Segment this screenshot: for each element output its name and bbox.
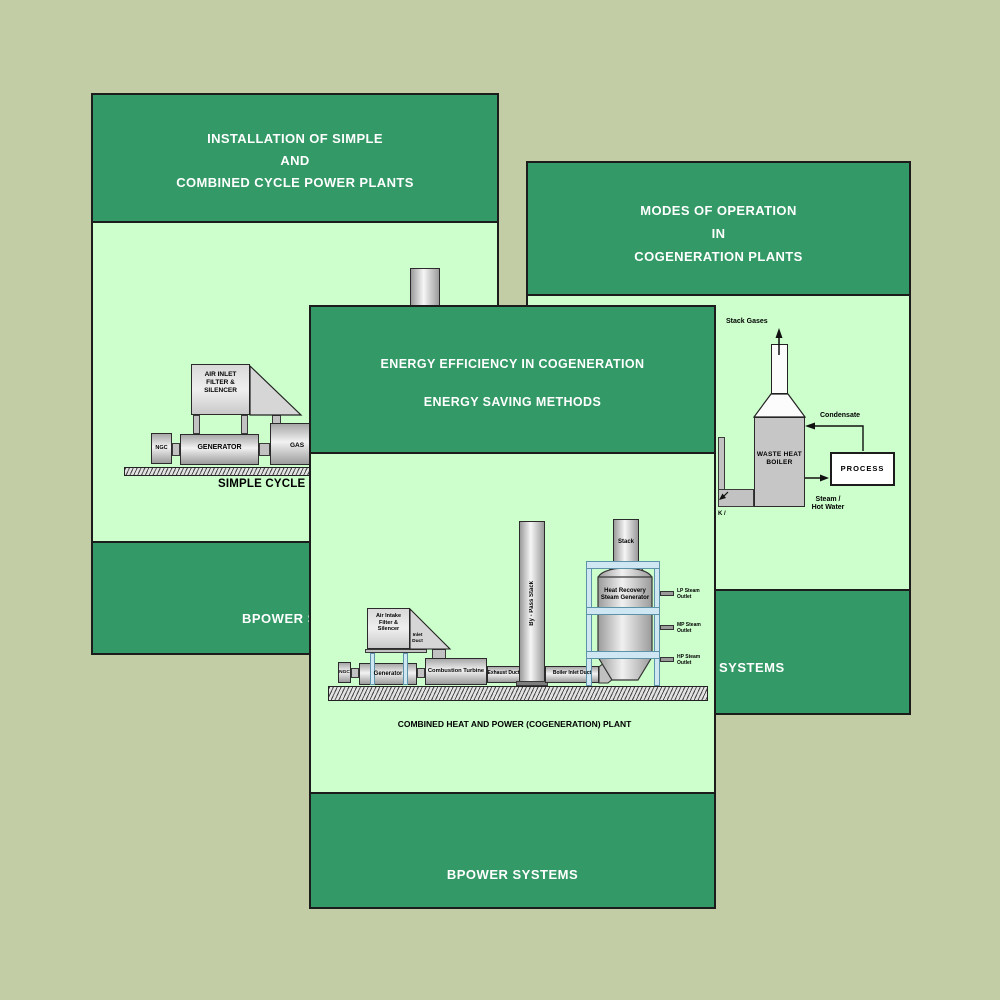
hrsg-label: Heat Recovery Steam Generator — [600, 588, 650, 602]
air-inlet-filter-label: AIR INLET FILTER & SILENCER — [204, 371, 237, 394]
slide3-diagram-caption: COMBINED HEAT AND POWER (COGENERATION) P… — [397, 719, 632, 729]
slide-energy-efficiency: ENERGY EFFICIENCY IN COGENERATION ENERGY… — [309, 305, 716, 909]
air-intake-label: Air Intake Filter & Silencer — [375, 613, 402, 633]
steam-arrowhead — [820, 474, 829, 482]
mp-steam-outlet-label: MP Steam Outlet — [677, 622, 701, 634]
ngc-label: NGC — [339, 670, 350, 675]
boiler-funnel — [752, 393, 807, 418]
exhaust-duct-label: Exhaust Duct — [487, 670, 520, 676]
hrsg-frame-post — [654, 561, 660, 686]
hrsg-dome — [597, 567, 653, 591]
condensate-arrowhead — [805, 422, 815, 430]
filter-support-leg — [370, 653, 375, 685]
slide3-title-line1: ENERGY EFFICIENCY IN COGENERATION — [380, 357, 645, 371]
slide2-title-line1: MODES OF OPERATION — [640, 203, 797, 218]
combustion-turbine-box — [425, 658, 487, 685]
bypass-stack-label-wrap: By - Pass Stack — [519, 521, 545, 685]
slide1-diagram-caption: SIMPLE CYCLE PO — [218, 478, 326, 490]
shaft-coupling — [259, 443, 270, 456]
air-intake-filter-box — [367, 608, 410, 649]
boiler-inlet-duct-label: Boiler Inlet Duct — [552, 670, 592, 676]
filter-duct-triangle — [249, 364, 303, 416]
mp-steam-outlet-stub — [660, 625, 674, 630]
stack-label: Stack — [617, 539, 634, 545]
shaft-coupling — [351, 668, 359, 678]
condensate-line — [809, 425, 864, 451]
process-box — [830, 452, 895, 486]
slide1-header-band: INSTALLATION OF SIMPLE AND COMBINED CYCL… — [93, 95, 497, 223]
steam-hot-water-label: Steam / Hot Water — [811, 496, 845, 512]
bypass-stack-base — [516, 681, 548, 686]
shaft-coupling — [172, 443, 180, 456]
hp-steam-outlet-label: HP Steam Outlet — [677, 654, 701, 666]
inlet-duct-label: Inlet Duct — [412, 633, 423, 644]
ngc-label: NGC — [155, 445, 168, 451]
ground-foundation — [328, 686, 708, 701]
lp-steam-outlet-label: LP Steam Outlet — [677, 588, 700, 600]
duct-fragment-label: K / — [718, 511, 726, 517]
generator-box — [180, 434, 259, 465]
stack-gases-arrowhead — [775, 328, 783, 338]
gas-turbine-box — [270, 423, 314, 465]
slide3-footer-text: BPOWER SYSTEMS — [446, 867, 579, 882]
filter-platform — [365, 649, 427, 653]
slide1-title-line1: INSTALLATION OF SIMPLE — [207, 131, 383, 146]
combustion-turbine-label: Combustion Turbine — [427, 668, 485, 674]
hrsg-frame-beam — [586, 651, 660, 659]
slide3-title-line2: ENERGY SAVING METHODS — [423, 395, 602, 409]
slide1-footer-text: BPOWER SY — [242, 611, 326, 626]
gas-inlet-duct-horizontal — [718, 489, 754, 507]
boiler-stack-chimney — [771, 344, 788, 394]
hp-steam-outlet-stub — [660, 657, 674, 662]
generator-label: GENERATOR — [197, 444, 242, 451]
ngc-box — [151, 433, 172, 464]
slide2-footer-text: SYSTEMS — [719, 660, 785, 675]
slide3-header-band: ENERGY EFFICIENCY IN COGENERATION ENERGY… — [311, 307, 714, 454]
process-label: PROCESS — [840, 464, 885, 473]
hrsg-frame-beam — [586, 607, 660, 615]
filter-support-leg — [193, 415, 200, 434]
slide2-title-line2: IN — [711, 226, 726, 241]
hrsg-bottom-cone — [596, 656, 654, 681]
slide2-header-band: MODES OF OPERATION IN COGENERATION PLANT… — [528, 163, 909, 296]
waste-heat-boiler-box — [754, 417, 805, 507]
slide1-title-line3: COMBINED CYCLE POWER PLANTS — [176, 175, 414, 190]
slide1-title-line2: AND — [280, 153, 310, 168]
bypass-stack-label: By - Pass Stack — [529, 580, 535, 626]
filter-support-leg — [241, 415, 248, 434]
hrsg-frame-post — [586, 561, 592, 686]
condensate-label: Condensate — [820, 412, 861, 419]
gas-turbine-label: GAS — [290, 442, 305, 449]
slide3-footer-band: BPOWER SYSTEMS — [311, 792, 714, 907]
shaft-coupling — [417, 668, 425, 678]
generator-label: Generator — [373, 671, 403, 677]
ngc-box — [338, 662, 351, 683]
hrsg-frame-beam — [586, 561, 660, 569]
air-inlet-filter-box — [191, 364, 250, 415]
filter-support-leg — [403, 653, 408, 685]
waste-heat-boiler-label: WASTE HEAT BOILER — [756, 451, 803, 466]
lp-steam-outlet-stub — [660, 591, 674, 596]
stack-gases-label: Stack Gases — [726, 318, 768, 325]
slide2-title-line3: COGENERATION PLANTS — [634, 249, 803, 264]
